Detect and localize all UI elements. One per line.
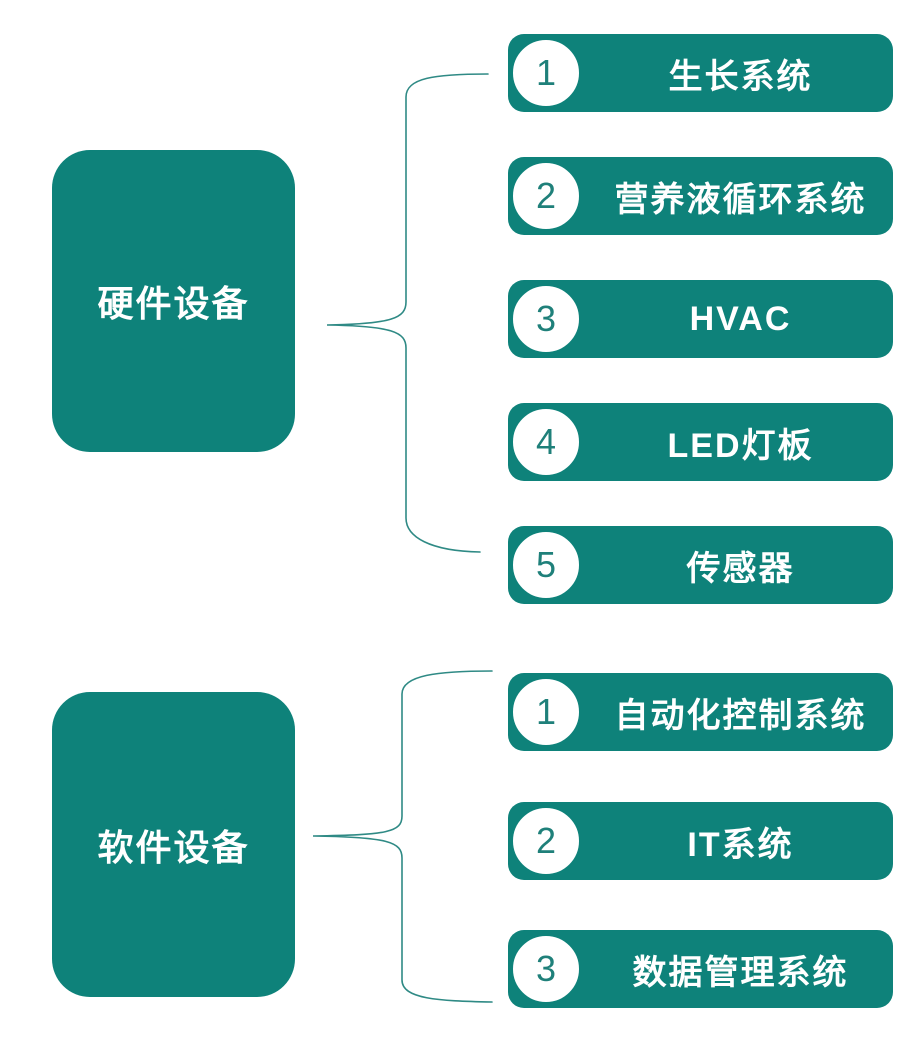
group-title-hardware: 硬件设备 xyxy=(97,283,250,324)
item-number-badge: 3 xyxy=(508,281,584,357)
item-number-badge: 2 xyxy=(508,803,584,879)
item-label: IT系统 xyxy=(687,825,794,864)
item-number-badge: 2 xyxy=(508,158,584,234)
hardware-item-1: 生长系统 1 xyxy=(508,34,893,112)
hardware-item-3: HVAC 3 xyxy=(508,280,893,358)
hardware-item-2: 营养液循环系统 2 xyxy=(508,157,893,235)
item-label: 生长系统 xyxy=(668,57,813,96)
item-label: 营养液循环系统 xyxy=(614,180,867,219)
group-box-hardware: 硬件设备 xyxy=(52,150,295,452)
curly-brace-hardware xyxy=(326,73,489,553)
hardware-item-4: LED灯板 4 xyxy=(508,403,893,481)
item-label: 传感器 xyxy=(686,549,795,588)
item-number-badge: 1 xyxy=(508,35,584,111)
item-number-badge: 3 xyxy=(508,931,584,1007)
software-item-3: 数据管理系统 3 xyxy=(508,930,893,1008)
item-number-badge: 4 xyxy=(508,404,584,480)
item-number-badge: 1 xyxy=(508,674,584,750)
item-label: HVAC xyxy=(689,299,792,338)
item-number-badge: 5 xyxy=(508,527,584,603)
curly-brace-software xyxy=(312,670,493,1003)
item-label: 自动化控制系统 xyxy=(614,696,867,735)
item-label: LED灯板 xyxy=(667,426,814,465)
group-box-software: 软件设备 xyxy=(52,692,295,997)
software-item-2: IT系统 2 xyxy=(508,802,893,880)
software-item-1: 自动化控制系统 1 xyxy=(508,673,893,751)
group-title-software: 软件设备 xyxy=(97,826,250,868)
hardware-item-5: 传感器 5 xyxy=(508,526,893,604)
item-label: 数据管理系统 xyxy=(632,953,849,992)
